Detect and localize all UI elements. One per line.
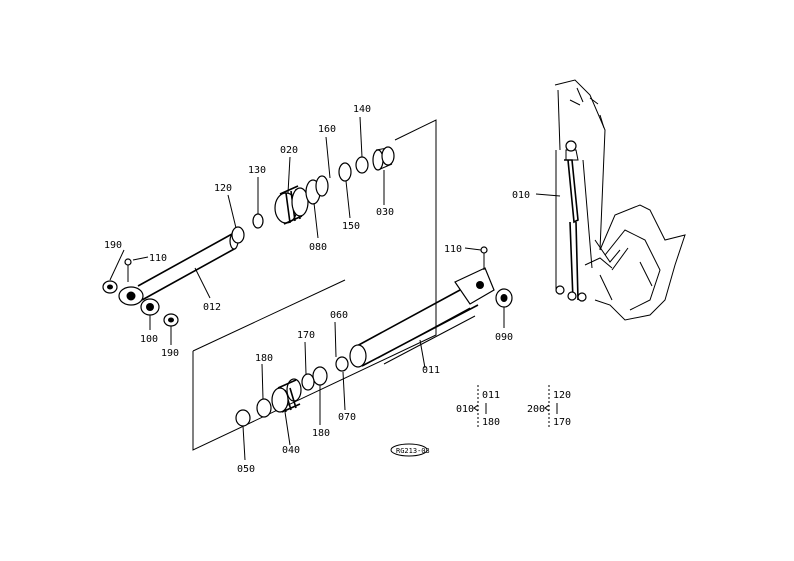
bushing-030 [372,146,395,171]
assembly-legend: 010 011 180 200 120 170 [456,385,571,428]
label-130: 130 [248,165,266,176]
grease-nipple-upper [124,258,132,266]
label-060: 060 [330,310,348,321]
nut-120 [231,226,245,244]
grease-nipple-lower [480,246,488,254]
label-011: 011 [422,365,440,376]
piston-020 [274,185,309,225]
label-180-upper: 180 [255,353,273,364]
rod-eye-bore [126,291,136,301]
legend-010: 010 [456,404,474,415]
label-190-lower: 190 [161,348,179,359]
drawing-code: RG213-03 [396,447,430,455]
ring-170 [301,373,315,391]
tube-clevis [454,267,495,305]
label-010: 010 [512,190,530,201]
label-150: 150 [342,221,360,232]
ring-050 [235,409,251,427]
ring-060 [335,356,349,372]
legend-120: 120 [553,390,571,401]
part-labels: 190 110 012 100 190 120 130 020 080 160 … [104,104,530,475]
legend-170: 170 [553,417,571,428]
ring-180-left [256,398,272,418]
label-160: 160 [318,124,336,135]
label-190-upper: 190 [104,240,122,251]
lower-tube-assembly [235,246,513,427]
label-012: 012 [203,302,221,313]
cylinder-tube [354,289,479,367]
legend-011: 011 [482,390,500,401]
label-070: 070 [338,412,356,423]
label-140: 140 [353,104,371,115]
label-050: 050 [237,464,255,475]
drawing-code-badge: RG213-03 [390,443,430,457]
label-110-lower: 110 [444,244,462,255]
label-020: 020 [280,145,298,156]
upper-rod-assembly [102,146,395,327]
ring-180-right [312,366,328,386]
diagram-frame [192,119,437,451]
label-080: 080 [309,242,327,253]
label-110-upper: 110 [149,253,167,264]
ring-130 [252,213,264,229]
leader-lines [109,116,561,461]
ring-140 [355,156,369,174]
cylinder-head-040 [271,378,302,413]
label-100: 100 [140,334,158,345]
legend-200: 200 [527,404,545,415]
label-030: 030 [376,207,394,218]
boom-arm-illustration [554,79,686,321]
label-040: 040 [282,445,300,456]
piston-rod [137,233,237,301]
seal-160 [338,162,352,182]
label-170: 170 [297,330,315,341]
legend-180: 180 [482,417,500,428]
label-180-lower: 180 [312,428,330,439]
label-120: 120 [214,183,232,194]
label-090: 090 [495,332,513,343]
